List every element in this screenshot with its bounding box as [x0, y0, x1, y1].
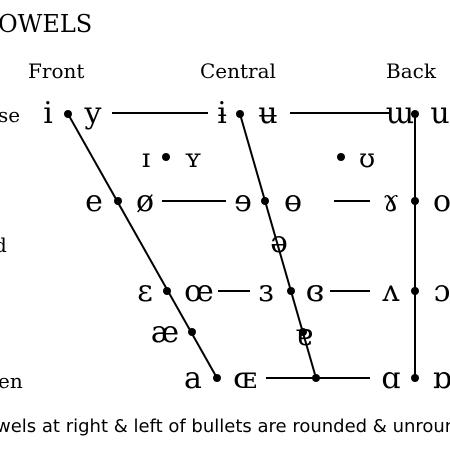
bullet-close-front: [64, 110, 72, 118]
bullet-open-central: [312, 374, 320, 382]
vowel-u-bar: ʉ: [258, 96, 277, 131]
bullet-close-mid-front: [114, 197, 122, 205]
column-header-central: Central: [200, 59, 276, 83]
vowel-y: y: [84, 96, 102, 131]
vowel-u: u: [430, 96, 449, 131]
vowel-rams-horn: ɤ: [383, 184, 400, 219]
chart-title: OWELS: [0, 10, 92, 38]
vowel-reversed-epsilon: ɜ: [258, 274, 273, 309]
vowel-upsilon: ʊ: [359, 144, 375, 174]
vowel-schwa: ə: [270, 225, 288, 260]
bullet-close-central: [236, 110, 244, 118]
bullet-close-mid-back: [411, 197, 419, 205]
column-header-front: Front: [28, 59, 84, 83]
vowel-i-bar: ɨ: [217, 96, 227, 131]
vowel-e: e: [85, 184, 103, 219]
bullet-open-mid-back: [411, 287, 419, 295]
row-label-open: en: [0, 369, 23, 393]
bullet-open-mid-central: [287, 287, 295, 295]
bullet-close-mid-central: [261, 197, 269, 205]
vowel-reversed-e: ɘ: [234, 184, 252, 219]
vowel-o-slash: ø: [136, 184, 154, 219]
vowel-open-o: ɔ: [434, 274, 450, 309]
vowel-symbols: i y ɨ ʉ ɯ u ɪ ʏ ʊ e ø ɘ ɵ ɤ o ə ɛ œ ɜ ɞ …: [43, 96, 450, 396]
vowel-o-bar: ɵ: [284, 184, 302, 219]
vowel-turned-v: ʌ: [382, 274, 400, 309]
vowel-o: o: [433, 184, 450, 219]
bullet-near-open-central: [299, 328, 307, 336]
bullet-near-open-front: [188, 328, 196, 336]
vowel-ae: æ: [151, 315, 179, 350]
bullet-close-back: [411, 110, 419, 118]
row-label-close: se: [0, 103, 20, 127]
vowel-small-i: ɪ: [142, 144, 150, 174]
bullet-near-close-back: [337, 153, 345, 161]
bullet-open-mid-front: [163, 287, 171, 295]
vowel-turned-m: ɯ: [386, 96, 414, 131]
vowel-small-oe: ɶ: [233, 361, 257, 396]
vowel-script-a: ɑ: [381, 361, 400, 396]
bullet-open-front: [213, 374, 221, 382]
bullet-near-close-front: [162, 153, 170, 161]
vowel-epsilon: ɛ: [137, 274, 153, 309]
vowel-turned-a: ɐ: [295, 318, 313, 353]
bullet-open-back: [411, 374, 419, 382]
vowel-turned-script-a: ɒ: [432, 361, 450, 396]
vowel-small-y: ʏ: [184, 144, 201, 174]
column-header-back: Back: [386, 59, 437, 83]
vowel-closed-reversed-epsilon: ɞ: [306, 274, 324, 309]
vowel-i: i: [43, 96, 53, 131]
bullets: [64, 110, 419, 382]
vowel-a: a: [184, 361, 202, 396]
footnote: wels at right & left of bullets are roun…: [0, 416, 450, 437]
row-label-close-mid: d: [0, 233, 7, 257]
vowel-oe: œ: [184, 274, 214, 309]
